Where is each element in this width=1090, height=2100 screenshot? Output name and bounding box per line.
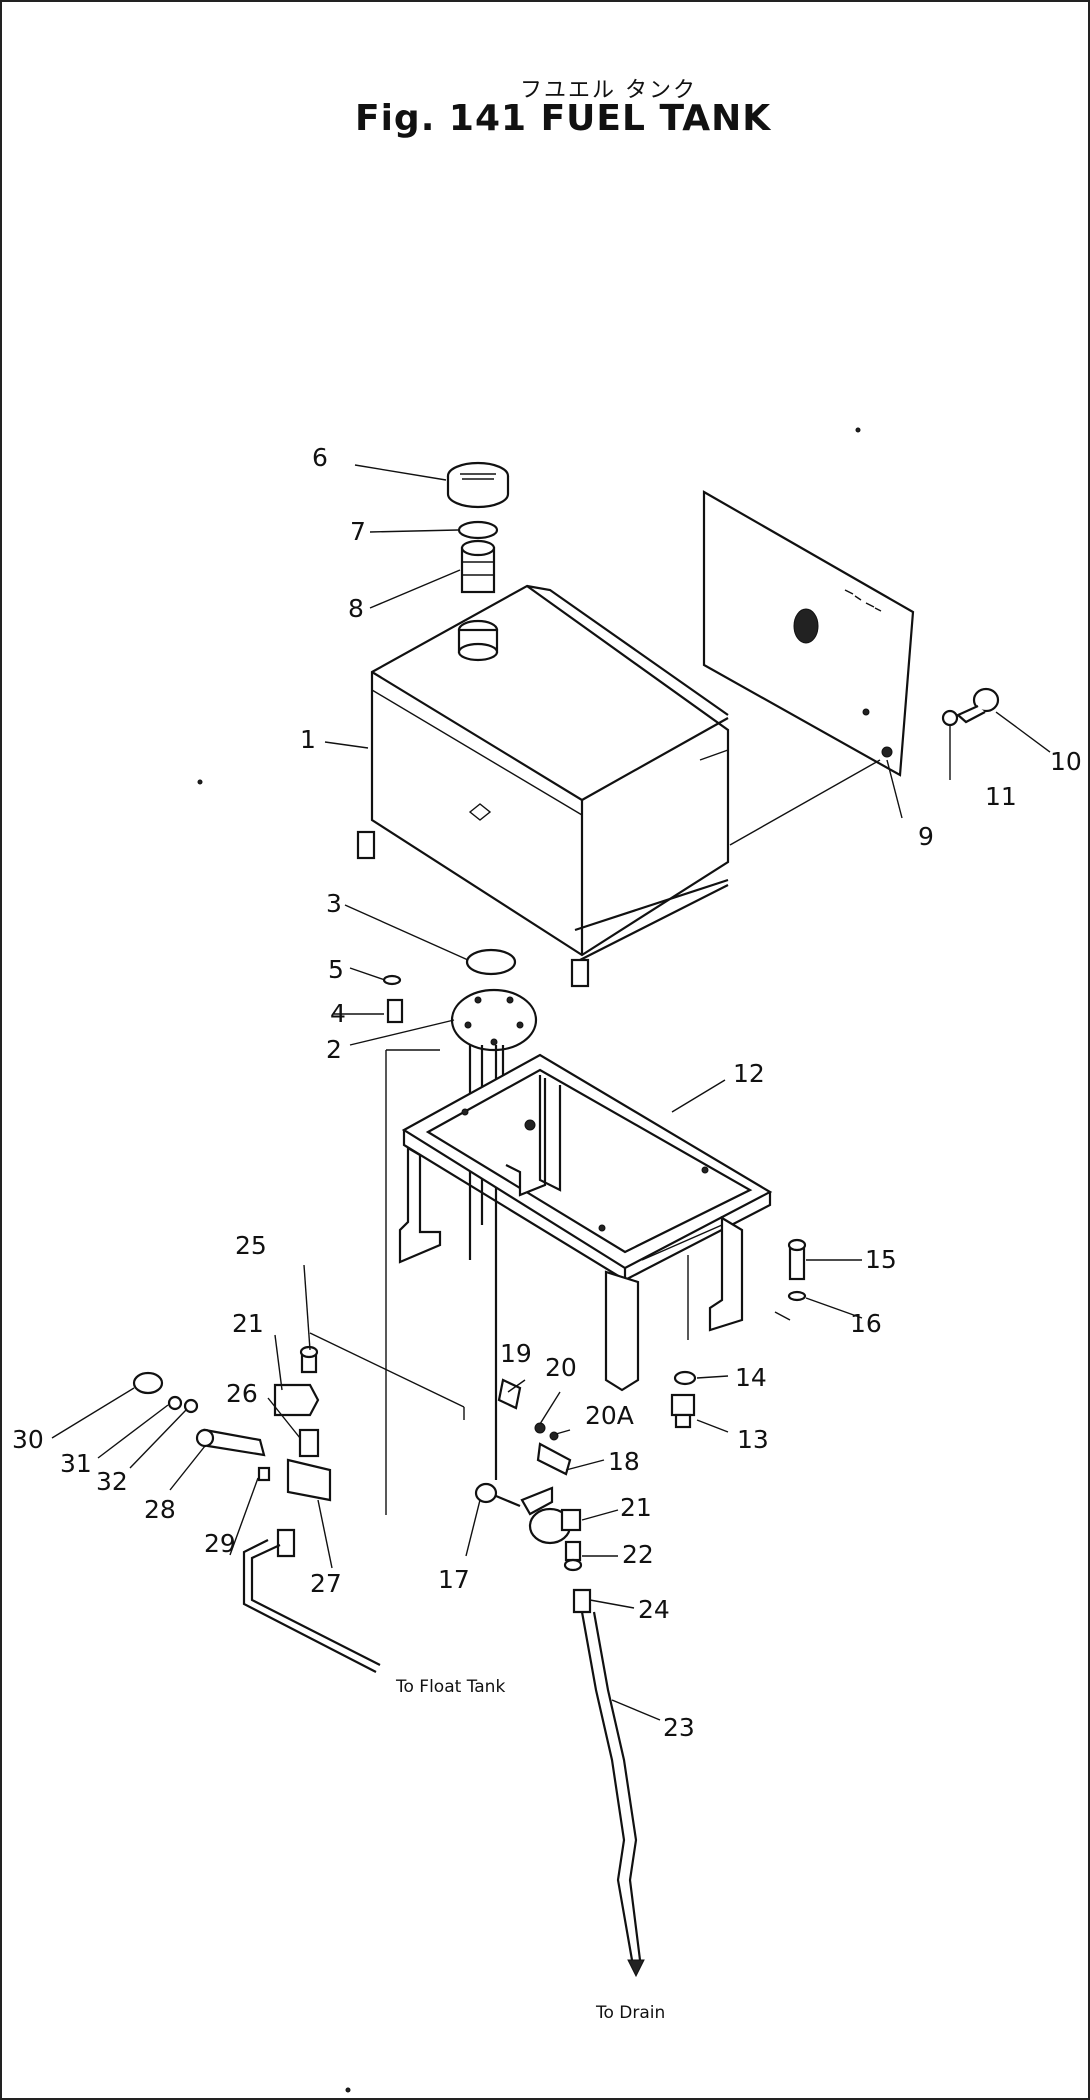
- cover-plate: [702, 490, 915, 846]
- leader-lines: [51, 464, 1051, 1721]
- bolt-15: [787, 1238, 807, 1281]
- callout-18: 18: [608, 1447, 640, 1476]
- callout-2: 2: [326, 1035, 342, 1064]
- callout-labels: 6 7 8 1 3 5 4 2 9 10 11 12 15 16 14 13 2…: [12, 443, 1082, 1742]
- callout-10: 10: [1050, 747, 1082, 776]
- washer-14: [673, 1370, 697, 1386]
- tube-to-float-tank-inner: [242, 1539, 377, 1673]
- filler-neck: [457, 619, 499, 662]
- callout-13: 13: [737, 1425, 769, 1454]
- washer-31: [167, 1395, 183, 1411]
- callout-32: 32: [96, 1467, 128, 1496]
- filler-cap: [446, 461, 510, 509]
- callout-26: 26: [226, 1379, 258, 1408]
- callout-7: 7: [350, 517, 366, 546]
- callout-21-right: 21: [620, 1493, 652, 1522]
- scan-speck: [197, 779, 203, 785]
- drain-valve-assembly: [474, 1378, 583, 1572]
- washer-5: [382, 974, 402, 986]
- bolt-10: [955, 687, 1000, 724]
- note-to-drain: To Drain: [595, 2003, 665, 2023]
- callout-22: 22: [622, 1540, 654, 1569]
- washer-11: [941, 709, 959, 727]
- scan-speck: [855, 427, 861, 433]
- note-to-float-tank: To Float Tank: [395, 1677, 505, 1697]
- callout-14: 14: [735, 1363, 767, 1392]
- callout-4: 4: [330, 999, 346, 1028]
- washer-32: [183, 1398, 199, 1414]
- drain-hose-23: [580, 1611, 645, 1978]
- filler-gasket: [457, 520, 499, 540]
- fuel-tank-body: [356, 584, 730, 988]
- callout-24: 24: [638, 1595, 670, 1624]
- callout-21-left: 21: [232, 1309, 264, 1338]
- valve-assembly-left: [195, 1345, 332, 1558]
- guide-line-1: [309, 1332, 465, 1408]
- bolt-13: [670, 1393, 696, 1429]
- callout-11: 11: [985, 782, 1017, 811]
- callout-20A: 20A: [585, 1401, 634, 1430]
- callout-27: 27: [310, 1569, 342, 1598]
- callout-17: 17: [438, 1565, 470, 1594]
- callout-20: 20: [545, 1353, 577, 1382]
- callout-9: 9: [918, 822, 934, 851]
- callout-16: 16: [850, 1309, 882, 1338]
- leader-16-extra: [774, 1311, 791, 1321]
- callout-28: 28: [144, 1495, 176, 1524]
- plug-30: [132, 1371, 164, 1395]
- scan-speck: [345, 2087, 351, 2093]
- washer-16: [787, 1290, 807, 1302]
- callout-31: 31: [60, 1449, 92, 1478]
- callout-29: 29: [204, 1529, 236, 1558]
- tube-to-float-tank: [250, 1544, 381, 1666]
- callout-5: 5: [328, 955, 344, 984]
- filler-strainer: [460, 539, 496, 594]
- bolt-4: [334, 998, 404, 1024]
- figure-title: Fig. 141 FUEL TANK: [355, 98, 772, 139]
- flange-plate-2: [450, 988, 538, 1052]
- gasket-3: [465, 948, 517, 976]
- clamp-24: [572, 1588, 592, 1614]
- callout-19: 19: [500, 1339, 532, 1368]
- callout-12: 12: [733, 1059, 765, 1088]
- tank-stand: [398, 1053, 773, 1392]
- callout-6: 6: [312, 443, 328, 472]
- callout-3: 3: [326, 889, 342, 918]
- callout-1: 1: [300, 725, 316, 754]
- callout-25: 25: [235, 1231, 267, 1260]
- callout-30: 30: [12, 1425, 44, 1454]
- japanese-title: フユエル タンク: [520, 78, 697, 103]
- callout-23: 23: [663, 1713, 695, 1742]
- callout-15: 15: [865, 1245, 897, 1274]
- callout-8: 8: [348, 594, 364, 623]
